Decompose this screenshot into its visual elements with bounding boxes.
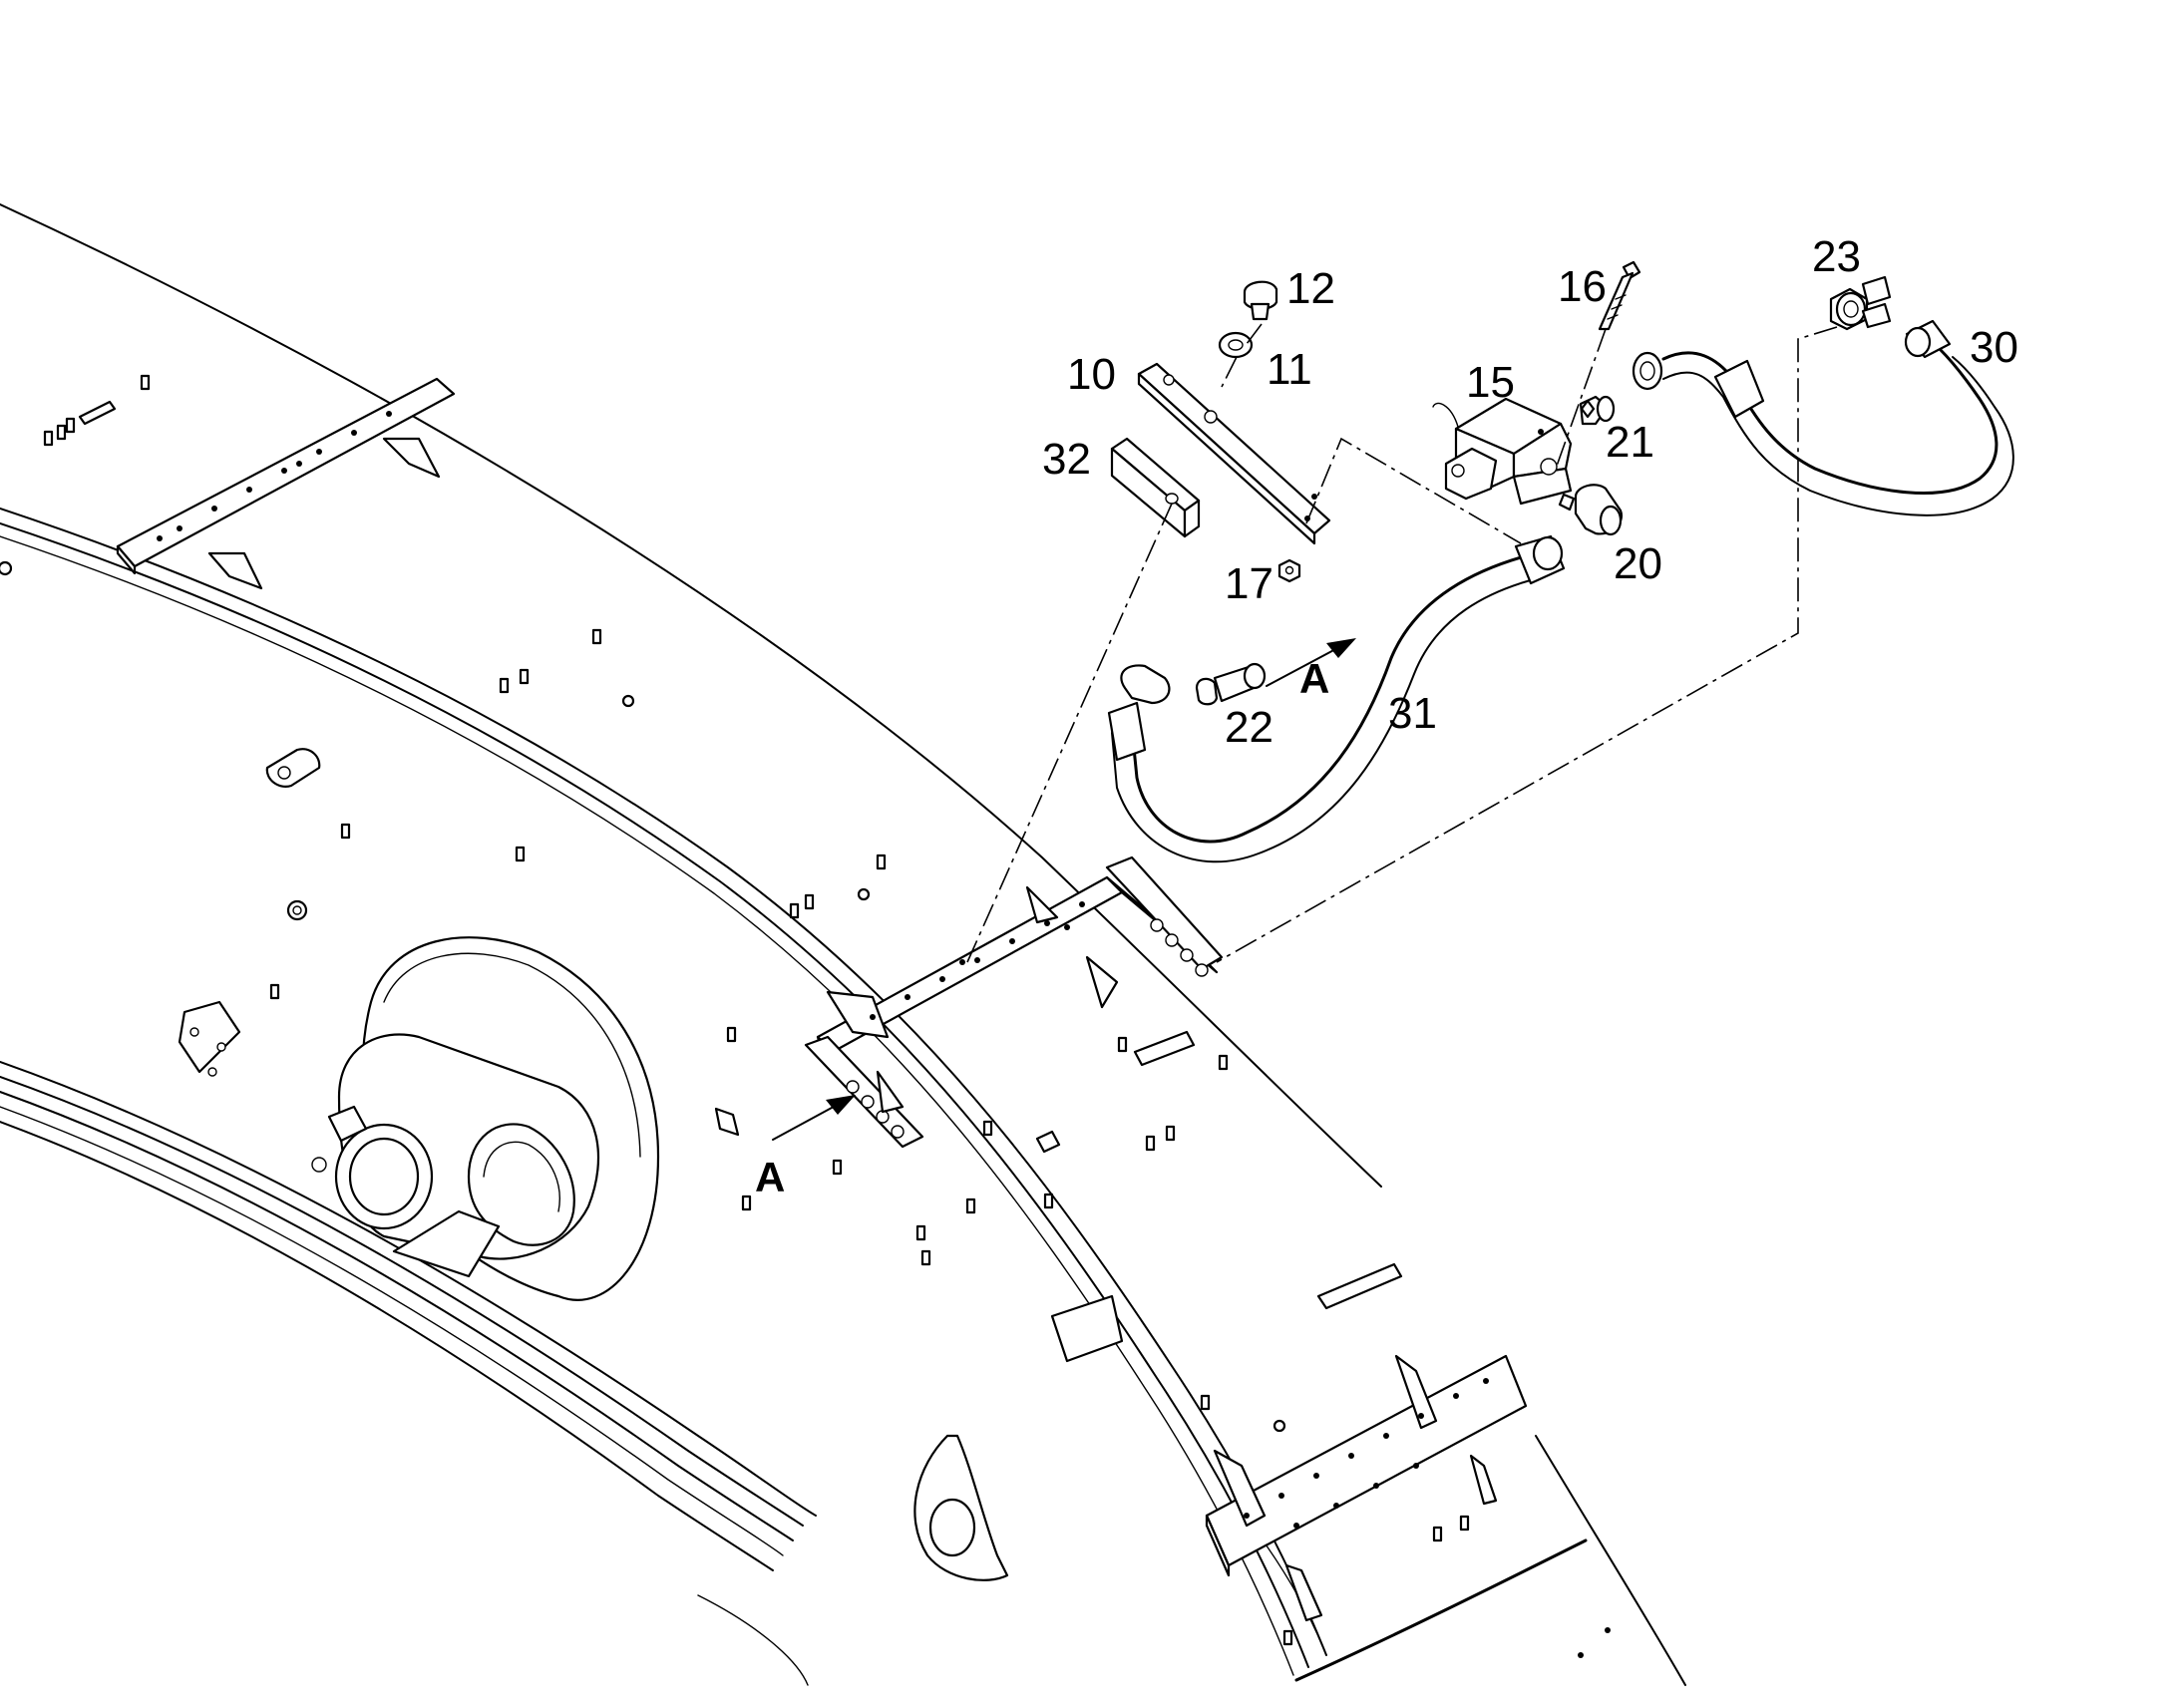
callout-17: 17 — [1225, 559, 1273, 608]
part-16-long-bolt — [1598, 260, 1641, 331]
callout-31: 31 — [1388, 689, 1437, 738]
center-mounting-plate — [804, 855, 1224, 1149]
part-23-tee-fitting — [1829, 275, 1892, 331]
upper-left-mounting-plate — [116, 377, 456, 590]
part-15-valve-block — [1432, 397, 1573, 506]
frame-fasteners — [0, 374, 1611, 1658]
callout-16: 16 — [1558, 262, 1607, 311]
part-12-bolt — [1243, 280, 1278, 321]
frame-small-brackets — [178, 748, 1403, 1363]
part-22-fitting — [1195, 662, 1267, 706]
part-32-spacer-block — [1110, 437, 1201, 538]
part-17-nut — [1277, 558, 1301, 583]
part-30-hose — [1632, 319, 2014, 516]
callout-32: 32 — [1042, 435, 1091, 484]
dash-dot-leaders — [966, 323, 1838, 963]
callout-10: 10 — [1067, 350, 1116, 399]
part-31-hose — [1107, 534, 1566, 863]
center-hub-assembly — [311, 936, 660, 1301]
frame-structure — [0, 203, 1686, 1686]
view-arrows — [772, 638, 1356, 1141]
view-marker-lower: A — [755, 1154, 785, 1200]
callout-22: 22 — [1225, 703, 1273, 752]
part-11-washer — [1218, 331, 1254, 359]
callout-labels: 10 11 12 15 16 17 20 21 22 23 30 31 32 A… — [755, 232, 2018, 1200]
lower-boss — [913, 1434, 1009, 1581]
callout-11: 11 — [1267, 345, 1312, 394]
lower-right-mounting-plate — [1205, 1354, 1528, 1622]
callout-21: 21 — [1606, 418, 1654, 467]
callout-30: 30 — [1970, 323, 2018, 372]
view-marker-upper: A — [1299, 655, 1329, 702]
part-21-straight-fitting — [1579, 395, 1616, 426]
callout-20: 20 — [1614, 539, 1662, 588]
callout-12: 12 — [1286, 264, 1335, 313]
callout-23: 23 — [1812, 232, 1861, 281]
part-20-elbow-fitting — [1558, 484, 1624, 536]
callout-15: 15 — [1466, 358, 1515, 407]
part-10-flat-bar — [1137, 362, 1331, 545]
